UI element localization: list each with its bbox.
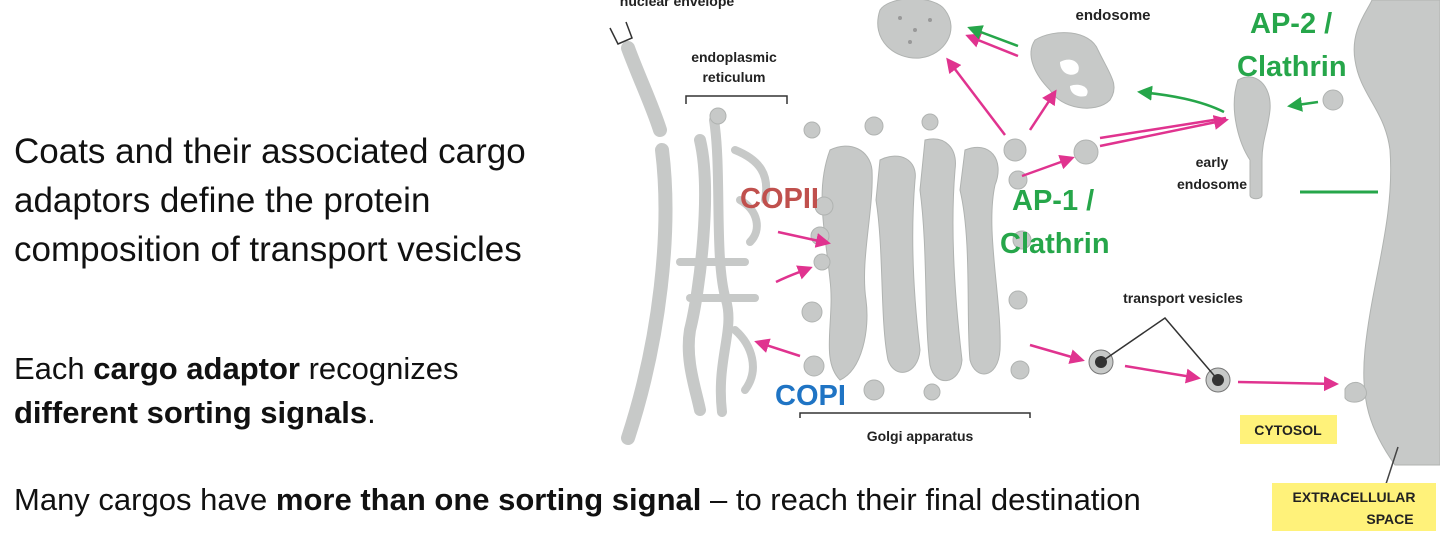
arrow [754,338,801,358]
arrow [946,57,1006,136]
text-span: recognizes [300,351,459,386]
arrow [1099,116,1227,140]
cargo-adaptor-statement: Each cargo adaptor recognizes different … [14,347,459,435]
text-span: . [367,395,376,430]
bold-term-cargo-adaptor: cargo adaptor [93,351,300,386]
text-span: Many cargos have [14,482,276,517]
endoplasmic-reticulum [676,107,771,417]
cargo-adaptor-line-2: different sorting signals. [14,391,459,435]
plasma-membrane [1344,0,1440,488]
transport-vesicles [1073,139,1231,393]
arrow [1124,364,1201,384]
anterograde-arrows [754,33,1339,392]
arrow [777,230,831,248]
early-endosome-label-line-2: endosome [1177,176,1247,192]
lysosome [877,0,952,59]
arrow [1137,85,1225,114]
text-span: – to reach their final destination [701,482,1141,517]
er-label-line-1: endoplasmic [691,49,777,65]
main-statement-line-3: composition of transport vesicles [14,230,522,269]
transport-vesicles-label: transport vesicles [1123,290,1243,306]
nuclear-envelope-label: nuclear envelope [620,0,735,9]
nuclear-envelope [609,21,673,445]
golgi-label: Golgi apparatus [867,428,974,444]
arrow [1028,89,1057,131]
retrograde-arrows [967,25,1378,194]
cytosol-label: CYTOSOL [1254,422,1322,438]
endosome [1030,32,1115,109]
copii-label: COPII [740,183,819,215]
text-span: Each [14,351,94,386]
main-statement-line-1: Coats and their associated cargo [14,132,526,171]
er-label-line-2: reticulum [702,69,765,85]
er-bracket [685,95,788,104]
ap1-label-line-2: Clathrin [1000,228,1110,260]
main-statement-line-2: adaptors define the protein [14,181,431,220]
arrow [1287,96,1319,112]
cargos-statement: Many cargos have more than one sorting s… [14,480,1141,520]
arrow [775,265,813,284]
arrow [967,25,1019,48]
extracellular-highlight [1272,483,1436,531]
early-endosome-label-line-1: early [1196,154,1229,170]
golgi-apparatus [799,113,1032,418]
bold-term-multiple-signals: more than one sorting signal [275,482,702,517]
arrow [1237,376,1339,392]
extracellular-label-line-2: SPACE [1366,511,1413,527]
copi-label: COPI [775,380,846,412]
extracellular-label-line-1: EXTRACELLULAR [1293,489,1416,505]
ap1-label-line-1: AP-1 / [1012,185,1094,217]
arrow [965,33,1019,58]
main-statement: Coats and their associated cargo adaptor… [14,127,526,274]
bold-term-sorting-signals: different sorting signals [14,395,368,430]
early-endosome [1233,76,1344,200]
arrow [1099,115,1229,148]
ap2-label-line-1: AP-2 / [1250,8,1332,40]
cytosol-highlight [1240,415,1337,444]
arrow [1021,155,1075,178]
cargo-adaptor-line-1: Each cargo adaptor recognizes [14,347,459,391]
endosome-label: endosome [1075,7,1150,24]
arrow [1029,343,1085,364]
ap2-label-line-2: Clathrin [1237,51,1347,83]
